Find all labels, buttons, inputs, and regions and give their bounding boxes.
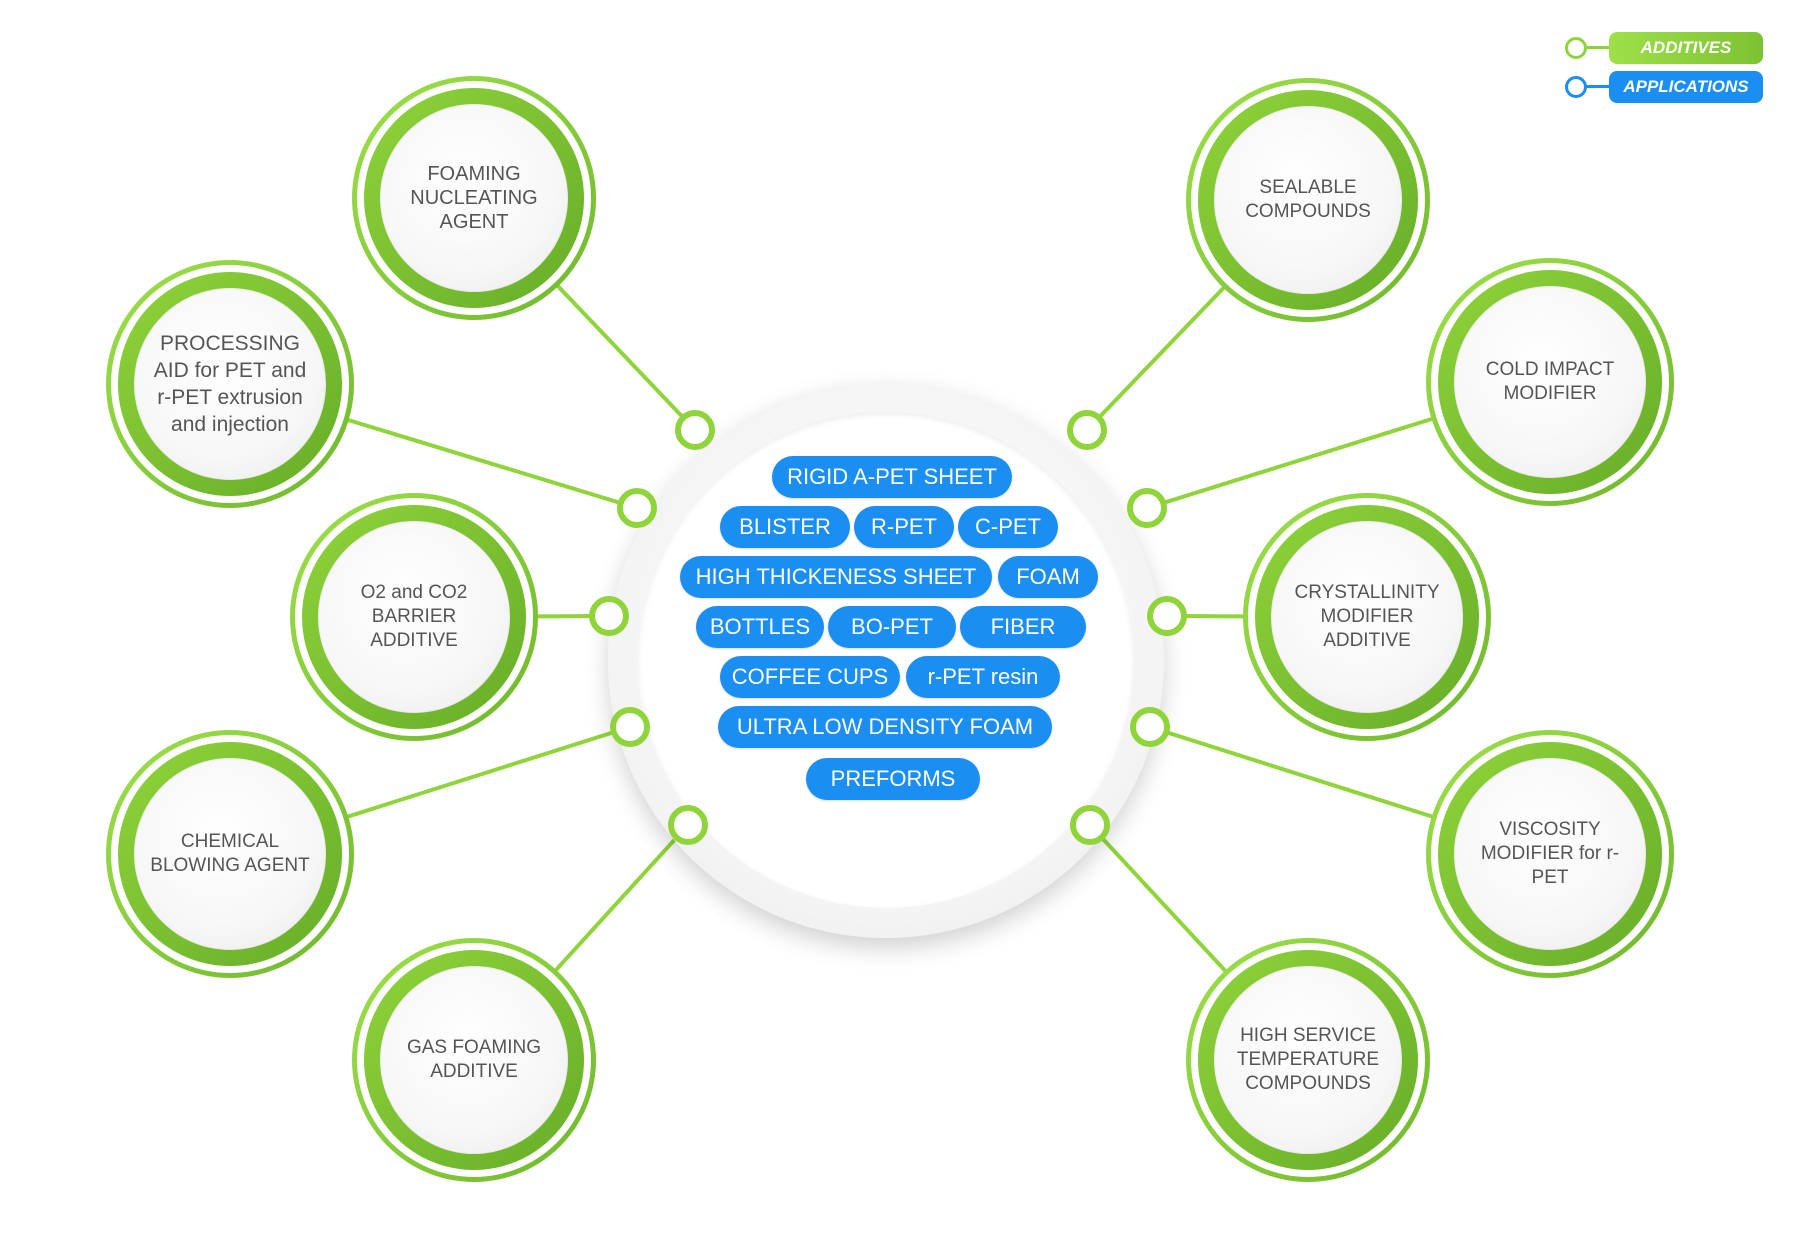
application-pill: BO-PET xyxy=(828,606,956,648)
additive-core: O2 and CO2 BARRIER ADDITIVE xyxy=(318,521,510,713)
additive-node: HIGH SERVICE TEMPERATURE COMPOUNDS xyxy=(1186,938,1430,1182)
legend-applications-dot-icon xyxy=(1565,76,1587,98)
additive-node: FOAMING NUCLEATING AGENT xyxy=(352,76,596,320)
additive-core: SEALABLE COMPOUNDS xyxy=(1214,106,1402,294)
application-pill: r-PET resin xyxy=(906,656,1060,698)
legend-additives-label: ADDITIVES xyxy=(1609,32,1763,64)
application-pill: C-PET xyxy=(958,506,1058,548)
additive-core: HIGH SERVICE TEMPERATURE COMPOUNDS xyxy=(1214,966,1402,1154)
additive-label: O2 and CO2 BARRIER ADDITIVE xyxy=(360,582,468,651)
additive-node: CRYSTALLINITY MODIFIER ADDITIVE xyxy=(1243,493,1491,741)
application-pill: FIBER xyxy=(960,606,1086,648)
application-pill: BOTTLES xyxy=(696,606,824,648)
application-pill: FOAM xyxy=(998,556,1098,598)
additive-core: COLD IMPACT MODIFIER xyxy=(1454,286,1646,478)
additive-label: HIGH SERVICE TEMPERATURE COMPOUNDS xyxy=(1236,1025,1380,1094)
application-pill: R-PET xyxy=(854,506,954,548)
legend-additives: ADDITIVES xyxy=(1565,32,1765,64)
additive-label: FOAMING NUCLEATING AGENT xyxy=(410,163,538,233)
legend-additives-dot-icon xyxy=(1565,37,1587,59)
additive-core: GAS FOAMING ADDITIVE xyxy=(380,966,568,1154)
additive-core: FOAMING NUCLEATING AGENT xyxy=(380,104,568,292)
additive-node: SEALABLE COMPOUNDS xyxy=(1186,78,1430,322)
legend: ADDITIVES APPLICATIONS xyxy=(1565,32,1765,108)
additive-node: VISCOSITY MODIFIER for r-PET xyxy=(1426,730,1674,978)
additive-node: CHEMICAL BLOWING AGENT xyxy=(106,730,354,978)
additive-label: SEALABLE COMPOUNDS xyxy=(1245,177,1371,222)
additive-core: CRYSTALLINITY MODIFIER ADDITIVE xyxy=(1271,521,1463,713)
application-pill: COFFEE CUPS xyxy=(720,656,900,698)
additive-label: VISCOSITY MODIFIER for r-PET xyxy=(1480,819,1620,888)
legend-applications: APPLICATIONS xyxy=(1565,71,1765,103)
additive-core: CHEMICAL BLOWING AGENT xyxy=(134,758,326,950)
legend-applications-line xyxy=(1585,85,1611,88)
application-pill: BLISTER xyxy=(720,506,850,548)
additive-node: GAS FOAMING ADDITIVE xyxy=(352,938,596,1182)
additive-node: COLD IMPACT MODIFIER xyxy=(1426,258,1674,506)
additive-label: GAS FOAMING ADDITIVE xyxy=(406,1037,542,1082)
additive-node: PROCESSING AID for PET and r-PET extrusi… xyxy=(106,260,354,508)
additive-core: VISCOSITY MODIFIER for r-PET xyxy=(1454,758,1646,950)
application-pill: RIGID A-PET SHEET xyxy=(772,456,1012,498)
legend-additives-line xyxy=(1585,46,1611,49)
additive-label: PROCESSING AID for PET and r-PET extrusi… xyxy=(153,332,307,436)
additive-label: COLD IMPACT MODIFIER xyxy=(1485,359,1615,404)
application-pill: PREFORMS xyxy=(806,758,980,800)
application-pill: HIGH THICKENESS SHEET xyxy=(680,556,992,598)
additive-node: O2 and CO2 BARRIER ADDITIVE xyxy=(290,493,538,741)
additive-label: CRYSTALLINITY MODIFIER ADDITIVE xyxy=(1294,582,1440,651)
additive-label: CHEMICAL BLOWING AGENT xyxy=(150,831,310,876)
application-pill: ULTRA LOW DENSITY FOAM xyxy=(718,706,1052,748)
legend-applications-label: APPLICATIONS xyxy=(1609,71,1763,103)
additive-core: PROCESSING AID for PET and r-PET extrusi… xyxy=(134,288,326,480)
